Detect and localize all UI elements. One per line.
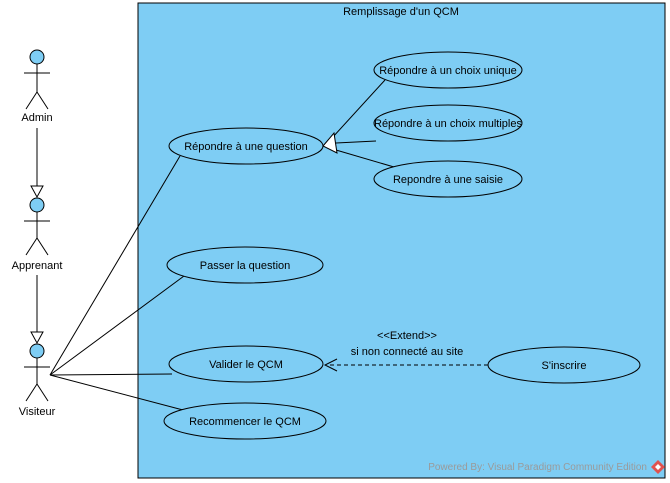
usecase-inscrire-label: S'inscrire	[542, 360, 587, 372]
usecase-valider[interactable]: Valider le QCM	[168, 345, 324, 383]
usecase-choix-multiples-label: Répondre à un choix multiples	[374, 118, 522, 130]
actor-admin-label: Admin	[21, 112, 52, 124]
usecase-recommencer-label: Recommencer le QCM	[189, 416, 301, 428]
usecase-passer-label: Passer la question	[200, 260, 291, 272]
actor-visiteur[interactable]: Visiteur	[19, 343, 56, 418]
generalization-choix-unique	[331, 79, 386, 139]
actor-visiteur-head	[29, 343, 45, 359]
actor-apprenant[interactable]: Apprenant	[12, 197, 63, 272]
usecase-saisie-label: Repondre à une saisie	[393, 174, 503, 186]
usecase-choix-unique-label: Répondre à un choix unique	[379, 65, 517, 77]
usecase-repondre-question-label: Répondre à une question	[184, 141, 308, 153]
usecase-repondre-question[interactable]: Répondre à une question	[168, 127, 324, 165]
extend-relation: <<Extend>> si non connecté au site	[323, 330, 488, 372]
actor-admin[interactable]: Admin	[21, 49, 53, 124]
generalization-apprenant-visiteur	[30, 275, 44, 345]
usecase-valider-label: Valider le QCM	[209, 359, 283, 371]
usecase-choix-unique[interactable]: Répondre à un choix unique	[373, 51, 523, 89]
usecase-inscrire[interactable]: S'inscrire	[487, 346, 641, 384]
actor-visiteur-label: Visiteur	[19, 406, 56, 418]
actor-apprenant-head	[29, 197, 45, 213]
system-title: Remplissage d'un QCM	[343, 6, 459, 18]
actor-admin-head	[29, 49, 45, 65]
extend-stereotype: <<Extend>>	[377, 330, 437, 342]
usecase-recommencer[interactable]: Recommencer le QCM	[163, 402, 327, 440]
usecase-saisie[interactable]: Repondre à une saisie	[373, 160, 523, 198]
generalization-arrowhead	[322, 131, 338, 154]
associations-visiteur	[49, 155, 185, 411]
actor-apprenant-label: Apprenant	[12, 260, 63, 272]
watermark-text: Powered By: Visual Paradigm Community Ed…	[428, 462, 647, 473]
generalization-choix-multiples	[335, 140, 377, 144]
usecase-choix-multiples[interactable]: Répondre à un choix multiples	[373, 104, 523, 142]
extend-condition: si non connecté au site	[351, 346, 464, 358]
generalization-saisie	[335, 149, 395, 168]
generalization-admin-apprenant	[30, 128, 44, 199]
usecase-passer[interactable]: Passer la question	[166, 246, 324, 284]
visual-paradigm-logo-icon	[651, 460, 665, 474]
